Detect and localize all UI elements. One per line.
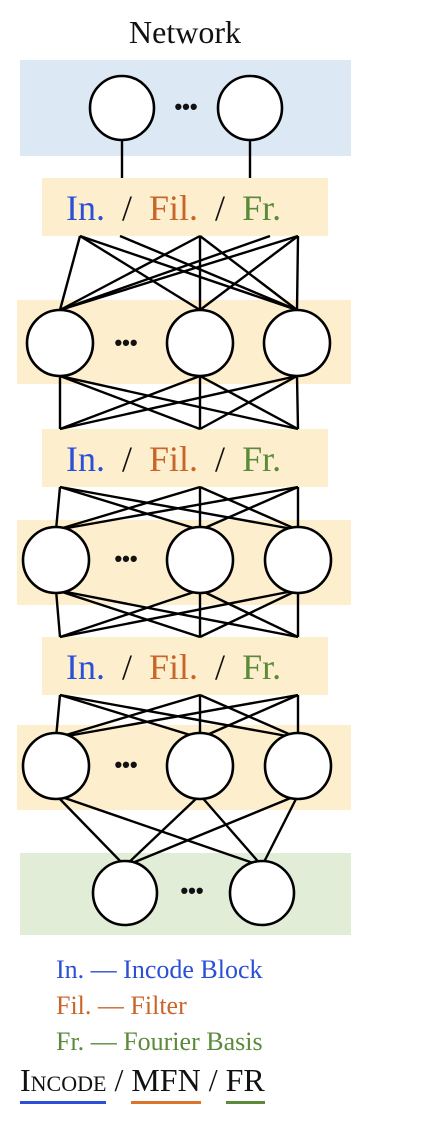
legend-row-fourier: Fr. — Fourier Basis <box>56 1024 263 1060</box>
ellipsis-l2: ••• <box>114 546 137 571</box>
legend-dash: — <box>97 991 124 1020</box>
diagram-title: Network <box>129 14 241 50</box>
node-l1-1 <box>25 308 95 378</box>
label-fil: Fil. <box>149 188 198 228</box>
label-fil: Fil. <box>149 647 198 687</box>
label-sep: / <box>215 188 225 228</box>
label-fr: Fr. <box>242 439 281 479</box>
block-label-1: In. / Fil. / Fr. <box>66 188 281 228</box>
legend-abbr: Fil. <box>56 991 92 1020</box>
label-in: In. <box>66 439 105 479</box>
legend-abbr: Fr. <box>56 1027 85 1056</box>
label-fr: Fr. <box>242 647 281 687</box>
block-band-1 <box>42 178 328 236</box>
method-footer: Incode / MFN / FR <box>20 1062 265 1104</box>
footer-fr: FR <box>225 1062 265 1104</box>
legend-text: Fourier Basis <box>123 1027 263 1056</box>
label-in: In. <box>66 647 105 687</box>
node-l1-2 <box>165 308 235 378</box>
label-sep: / <box>215 647 225 687</box>
legend-abbr: In. <box>56 955 85 984</box>
node-top-1 <box>88 74 156 142</box>
legend: In. — Incode Block Fil. — Filter Fr. — F… <box>56 952 263 1060</box>
node-l3-1 <box>21 731 91 801</box>
node-bottom-2 <box>228 859 296 927</box>
ellipsis-l1: ••• <box>114 330 137 355</box>
block-band-2 <box>42 429 328 487</box>
label-sep: / <box>122 439 132 479</box>
label-fil: Fil. <box>149 439 198 479</box>
ellipsis-l3: ••• <box>114 752 137 777</box>
node-l2-1 <box>21 525 91 595</box>
label-sep: / <box>122 647 132 687</box>
legend-row-filter: Fil. — Filter <box>56 988 263 1024</box>
label-fr: Fr. <box>242 188 281 228</box>
legend-row-incode: In. — Incode Block <box>56 952 263 988</box>
bottom-band <box>20 853 351 935</box>
node-l3-2 <box>165 731 235 801</box>
label-sep: / <box>215 439 225 479</box>
connections <box>54 140 300 868</box>
node-l2-3 <box>263 525 333 595</box>
node-l1-3 <box>262 308 332 378</box>
legend-text: Incode Block <box>123 955 263 984</box>
footer-sep: / <box>208 1062 218 1098</box>
legend-dash: — <box>90 1027 117 1056</box>
block-label-3: In. / Fil. / Fr. <box>66 647 281 687</box>
footer-incode: Incode <box>20 1062 107 1104</box>
label-sep: / <box>122 188 132 228</box>
top-band <box>20 60 351 156</box>
node-bottom-1 <box>91 859 159 927</box>
ellipsis-bottom: ••• <box>180 878 203 903</box>
node-l2-2 <box>165 525 235 595</box>
ellipsis-top: ••• <box>174 94 197 119</box>
footer-sep: / <box>114 1062 124 1098</box>
footer-mfn: MFN <box>131 1062 201 1104</box>
block-label-2: In. / Fil. / Fr. <box>66 439 281 479</box>
node-top-2 <box>216 74 284 142</box>
legend-text: Filter <box>130 991 187 1020</box>
block-band-3 <box>42 637 328 695</box>
node-l3-3 <box>263 731 333 801</box>
legend-dash: — <box>90 955 117 984</box>
label-in: In. <box>66 188 105 228</box>
nodes <box>21 74 333 927</box>
